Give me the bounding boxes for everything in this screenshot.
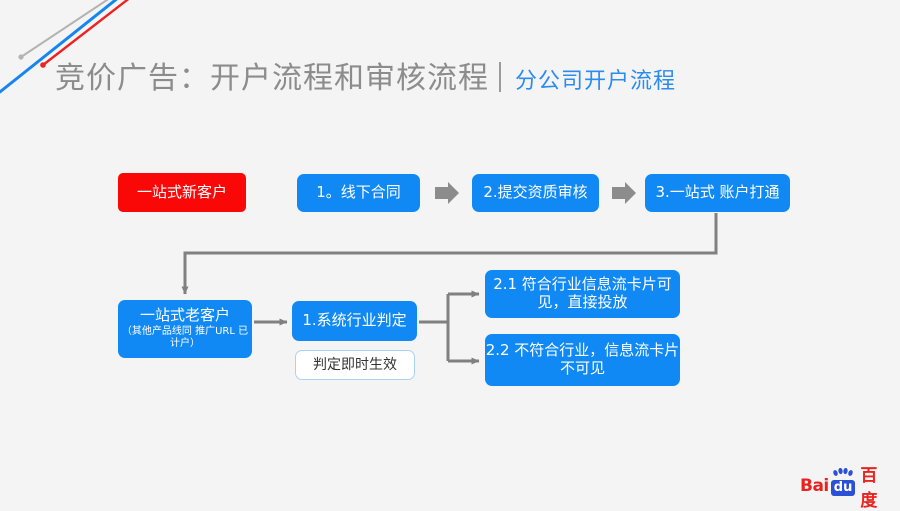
flow-node-new-customer[interactable]: 一站式新客户 <box>118 173 246 212</box>
title-divider <box>499 62 501 92</box>
flow-node-step1-label: 1。线下合同 <box>316 183 401 202</box>
flow-node-step3-label: 3.一站式 账户打通 <box>655 183 780 202</box>
baidu-logo: Bai du 百度 <box>800 466 890 511</box>
baidu-logo-du-wrap: du <box>830 468 856 496</box>
flow-node-judge-note-label: 判定即时生效 <box>313 356 397 373</box>
flow-node-judge[interactable]: 1.系统行业判定 <box>292 301 417 341</box>
baidu-logo-bai: Bai <box>800 476 829 496</box>
flow-node-step3[interactable]: 3.一站式 账户打通 <box>645 174 790 212</box>
flow-node-old-customer[interactable]: 一站式老客户 （其他产品线同 推广URL 已计户） <box>118 300 252 358</box>
page-title: 竞价广告：开户流程和审核流程 分公司开户流程 <box>55 53 676 97</box>
paw-print-icon <box>833 468 853 476</box>
flow-node-old-customer-sublabel: （其他产品线同 推广URL 已计户） <box>121 325 249 350</box>
flow-node-old-customer-label: 一站式老客户 <box>139 306 230 325</box>
block-arrow-right-icon <box>612 182 636 204</box>
baidu-logo-du: du <box>830 480 856 496</box>
page-title-sub: 分公司开户流程 <box>515 69 677 94</box>
block-arrow-right-icon <box>435 182 459 204</box>
flow-node-judge-note[interactable]: 判定即时生效 <box>295 350 415 380</box>
deco-gray-line <box>20 0 109 58</box>
flow-node-judge-label: 1.系统行业判定 <box>302 311 407 330</box>
baidu-logo-cn: 百度 <box>860 466 878 511</box>
page-title-main: 竞价广告：开户流程和审核流程 <box>55 61 489 96</box>
flow-node-branch-b[interactable]: 2.2 不符合行业，信息流卡片不可见 <box>485 334 680 386</box>
deco-red-dot <box>40 62 46 68</box>
flow-node-step2[interactable]: 2.提交资质审核 <box>472 174 599 212</box>
flow-node-branch-b-label: 2.2 不符合行业，信息流卡片不可见 <box>485 341 680 377</box>
deco-gray-dot <box>18 54 24 60</box>
flow-node-branch-a-label: 2.1 符合行业信息流卡片可见，直接投放 <box>493 275 672 311</box>
flow-node-step1[interactable]: 1。线下合同 <box>297 174 420 212</box>
flow-node-branch-a[interactable]: 2.1 符合行业信息流卡片可见，直接投放 <box>485 270 680 318</box>
flow-node-new-customer-label: 一站式新客户 <box>136 182 227 201</box>
flow-node-step2-label: 2.提交资质审核 <box>483 183 588 202</box>
